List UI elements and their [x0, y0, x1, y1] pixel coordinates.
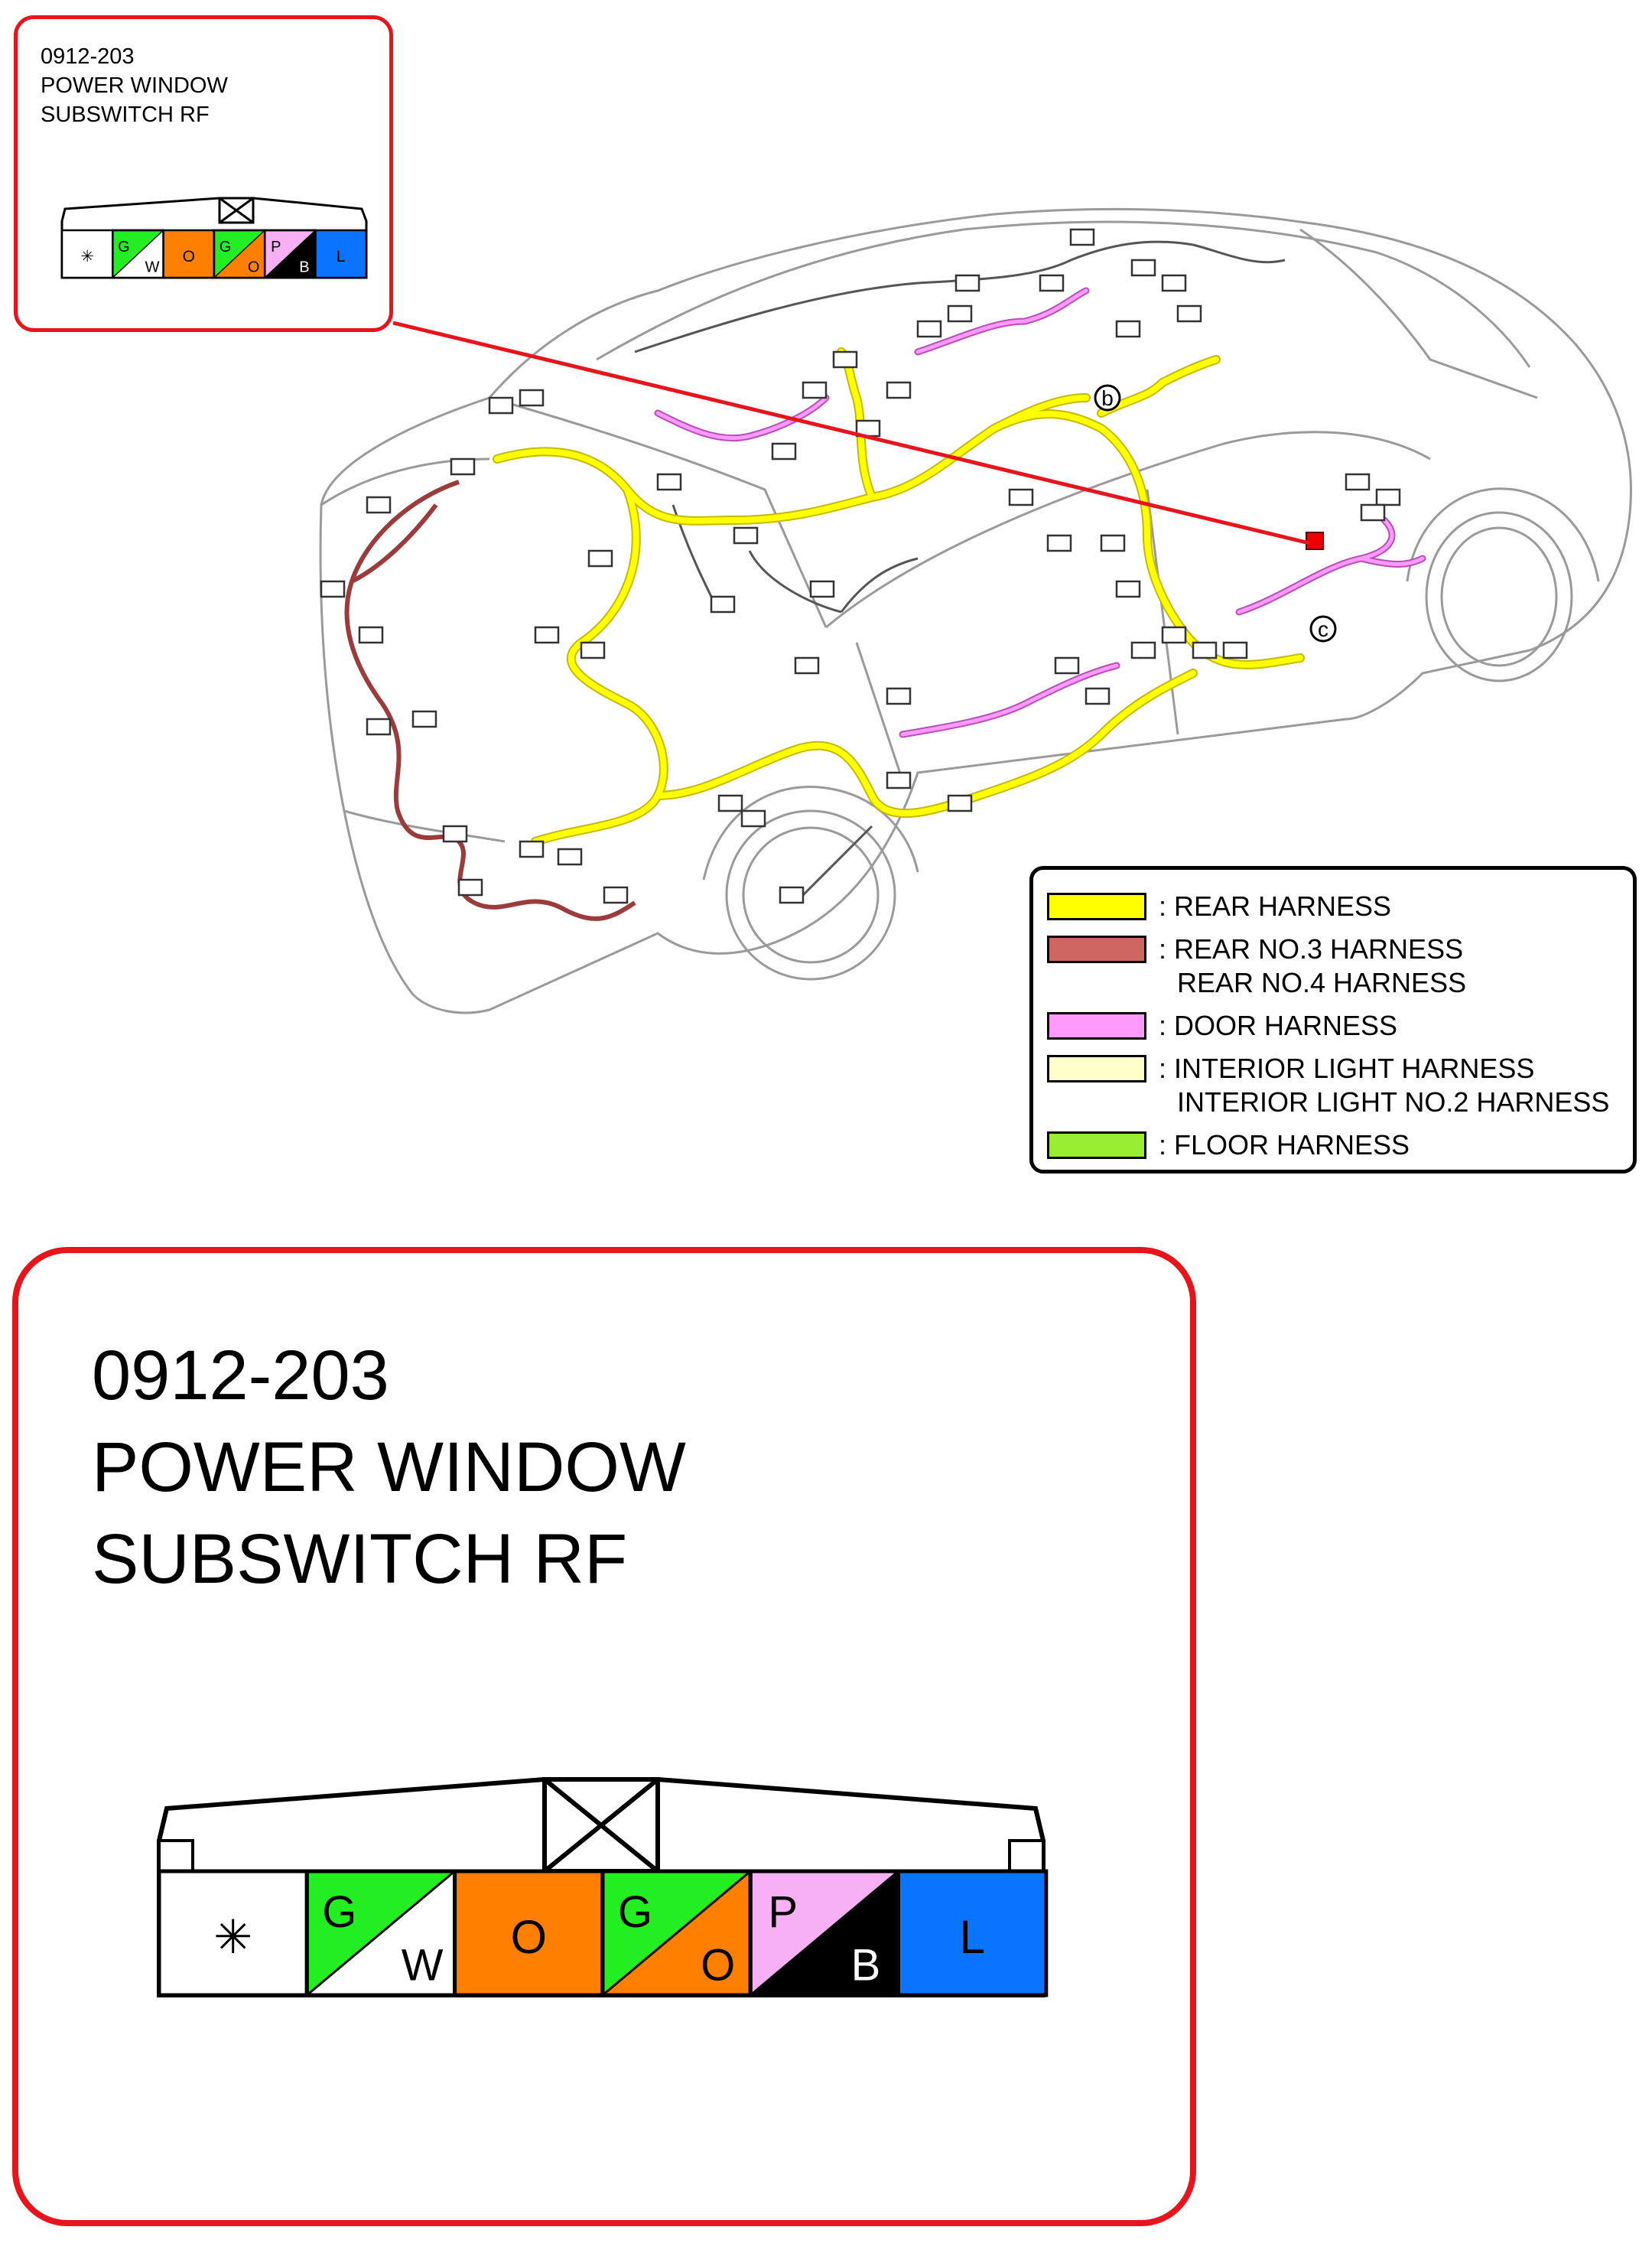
- rear-wheel-arch: [702, 786, 919, 881]
- small-pin-4-top-label: G: [220, 239, 232, 256]
- front-wheel: [1425, 511, 1573, 682]
- legend-label-interior-light-no2: INTERIOR LIGHT NO.2 HARNESS: [1177, 1086, 1610, 1118]
- large-pin-6: L: [896, 1869, 1049, 1997]
- small-pin-4-bottom-label: O: [248, 259, 260, 276]
- large-pin-2-top-label: G: [322, 1887, 356, 1937]
- small-pin-5-top-label: P: [271, 239, 281, 256]
- leader-line: [392, 321, 1310, 545]
- connector-name-large-line1: POWER WINDOW: [92, 1428, 686, 1506]
- large-pin-2-bottom-label: W: [402, 1941, 444, 1991]
- large-pin-4-top-label: G: [618, 1887, 652, 1937]
- legend-swatch-rear-no3: [1047, 936, 1146, 963]
- small-pin-4: GO: [213, 229, 266, 279]
- legend-label-rear-no3: : REAR NO.3 HARNESS: [1159, 933, 1464, 965]
- large-pin-4: GO: [600, 1869, 753, 1997]
- legend-swatch-rear: [1047, 893, 1146, 920]
- legend-label-rear: : REAR HARNESS: [1159, 890, 1392, 922]
- marker-c: c: [1309, 615, 1337, 643]
- small-pin-3-label: O: [183, 248, 195, 265]
- large-pin-4-bottom-label: O: [701, 1941, 735, 1991]
- rear-harness-branch-1: [531, 485, 668, 846]
- large-pin-5-top-label: P: [768, 1887, 798, 1937]
- legend-label-floor: : FLOOR HARNESS: [1159, 1129, 1410, 1161]
- legend-swatch-floor: [1047, 1131, 1146, 1159]
- marker-b-label: b: [1101, 386, 1114, 410]
- marker-c-label: c: [1318, 617, 1328, 641]
- rear-no3-harness: [344, 480, 636, 921]
- large-pin-5: PB: [748, 1869, 901, 1997]
- legend-label-door: : DOOR HARNESS: [1159, 1010, 1398, 1041]
- trunk-line: [320, 457, 506, 843]
- rear-wheel-inner: [742, 826, 880, 964]
- car-beltline: [489, 396, 828, 628]
- car-windshield: [1299, 228, 1538, 399]
- large-pin-2: GW: [304, 1869, 457, 1997]
- small-pin-1: ✳: [60, 229, 114, 279]
- large-pin-6-label: L: [959, 1911, 985, 1963]
- marker-b: b: [1094, 384, 1121, 412]
- floor-harness-line: [672, 504, 919, 904]
- small-pin-5: PB: [263, 229, 317, 279]
- car-side-window-line: [825, 431, 1431, 629]
- car-door-line: [855, 489, 1179, 781]
- small-pin-1-label: ✳: [80, 248, 94, 265]
- front-wheel-arch: [1406, 487, 1600, 582]
- front-wheel-inner: [1440, 526, 1558, 667]
- small-pin-2-top-label: G: [118, 239, 130, 256]
- small-pin-6: L: [314, 229, 368, 279]
- car-body-outline: [319, 207, 1632, 1014]
- car-roof-line: [596, 220, 1531, 368]
- legend-swatch-door: [1047, 1012, 1146, 1040]
- small-pin-2-bottom-label: W: [145, 259, 160, 276]
- car-harness-illustration: b c: [319, 207, 1632, 1014]
- connector-name-small-line2: SUBSWITCH RF: [41, 103, 210, 127]
- small-pin-3: O: [162, 229, 216, 279]
- rear-harness-branch-2: [653, 669, 1198, 819]
- target-connector-marker: [1306, 532, 1324, 550]
- small-pin-2: GW: [112, 229, 164, 279]
- legend-label-rear-no4: REAR NO.4 HARNESS: [1177, 967, 1467, 998]
- large-pin-5-bottom-label: B: [851, 1941, 881, 1991]
- connector-name-large-line2: SUBSWITCH RF: [92, 1520, 628, 1598]
- legend-label-interior-light: : INTERIOR LIGHT HARNESS: [1159, 1053, 1535, 1084]
- rear-wheel: [725, 809, 896, 981]
- large-pin-3-label: O: [511, 1911, 547, 1963]
- connector-code-large: 0912-203: [92, 1336, 389, 1414]
- small-pin-5-bottom-label: B: [299, 259, 309, 276]
- large-pin-1: ✳: [157, 1869, 309, 1997]
- large-pin-1-label: ✳: [213, 1911, 252, 1963]
- legend-swatch-interior-light: [1047, 1055, 1146, 1082]
- small-pin-6-label: L: [337, 248, 346, 265]
- harness-legend: : REAR HARNESS : REAR NO.3 HARNESS REAR …: [1029, 866, 1637, 1174]
- large-pin-3: O: [453, 1869, 605, 1997]
- connector-code-small: 0912-203: [41, 44, 135, 69]
- connector-name-small-line1: POWER WINDOW: [41, 73, 228, 98]
